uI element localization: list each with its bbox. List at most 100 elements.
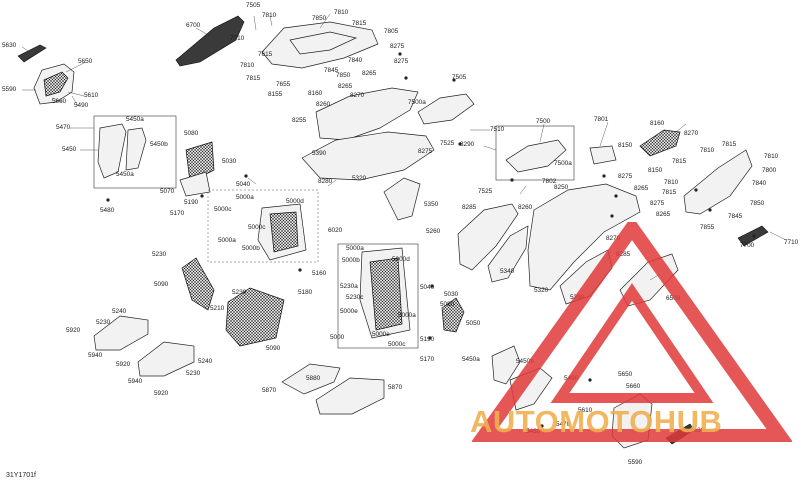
callout-label: 8275	[394, 58, 409, 65]
part-7500a-left	[417, 93, 475, 125]
part-5870	[315, 377, 385, 415]
callout-label: 5030	[222, 158, 237, 165]
callout-label: 5920	[116, 361, 131, 368]
callout-label: 8270	[606, 235, 621, 242]
callout-label: 7710	[230, 35, 245, 42]
callout-label: 7505	[452, 74, 467, 81]
callout-label: 6020	[328, 227, 343, 234]
screws	[106, 52, 756, 428]
part-5450a	[125, 127, 147, 171]
callout-label: 5040	[236, 181, 251, 188]
callout-label: 7850	[750, 200, 765, 207]
callout-label: 8150	[618, 142, 633, 149]
part-frame-5000b-inner	[369, 257, 403, 331]
callout-label: 8275	[418, 148, 433, 155]
part-5350	[383, 177, 421, 221]
diagram-reference-code: 31Y1701f	[6, 472, 36, 479]
callout-label: 7710	[784, 239, 799, 246]
callout-label: 5450a	[126, 116, 144, 123]
part-5090	[225, 287, 285, 347]
callout-label: 5050	[466, 320, 481, 327]
callout-label: 7815	[672, 158, 687, 165]
callout-label: 5080	[184, 130, 199, 137]
part-7800	[683, 149, 753, 215]
callout-label: 8160	[650, 120, 665, 127]
callout-label: 7510	[490, 126, 505, 133]
callout-label: 5450b	[516, 358, 534, 365]
callout-label: 5650	[78, 58, 93, 65]
callout-label: 5590	[628, 459, 643, 466]
callout-label: 7815	[246, 75, 261, 82]
callout-label: 7500	[536, 118, 551, 125]
callout-label: 5940	[88, 352, 103, 359]
callout-label: 5230c	[346, 294, 364, 301]
part-frame-inner	[269, 211, 299, 253]
callout-label: 5000	[330, 334, 345, 341]
callout-label: 7505	[246, 2, 261, 9]
callout-label: 5040	[420, 284, 435, 291]
callout-label: 8265	[634, 185, 649, 192]
callout-label: 5480	[100, 207, 115, 214]
callout-label: 5880	[306, 375, 321, 382]
callout-label: 5610	[578, 407, 593, 414]
part-5450-right	[491, 345, 521, 385]
callout-labels: 5630 5590 5650 5660 5610 5490 5470 5450 …	[2, 2, 799, 466]
callout-label: 7815	[352, 20, 367, 27]
callout-label: 8275	[390, 43, 405, 50]
callout-label: 8265	[362, 70, 377, 77]
callout-label: 8275	[650, 200, 665, 207]
callout-label: 5650	[618, 371, 633, 378]
callout-label: 8155	[268, 91, 283, 98]
callout-label: 5450a	[116, 171, 134, 178]
callout-label: 7525	[440, 140, 455, 147]
callout-label: 5260	[426, 228, 441, 235]
callout-label: 5660	[52, 98, 67, 105]
frame-box-right	[337, 243, 419, 349]
callout-label: 5000c	[388, 341, 406, 348]
callout-label: 7845	[324, 67, 339, 74]
part-5080	[185, 141, 215, 183]
callout-label: 5210	[210, 305, 225, 312]
part-5650-mesh	[43, 71, 69, 97]
callout-label: 5870	[262, 387, 277, 394]
callout-label: 7810	[240, 62, 255, 69]
callout-label: 8280	[318, 178, 333, 185]
callout-label: 8265	[338, 83, 353, 90]
callout-label: 8265	[656, 211, 671, 218]
part-5240-b	[137, 341, 195, 377]
part-6700	[175, 15, 245, 67]
leader-lines	[21, 13, 787, 281]
callout-label: 5070	[160, 188, 175, 195]
callout-label: 5610	[84, 92, 99, 99]
callout-label: 7810	[664, 179, 679, 186]
callout-label: 5920	[66, 327, 81, 334]
callout-label: 5000a	[398, 312, 416, 319]
callout-label: 7845	[728, 213, 743, 220]
callout-label: 5170	[420, 356, 435, 363]
parts-layer	[17, 13, 787, 449]
callout-label: 5590	[2, 86, 17, 93]
callout-label: 5230a	[340, 283, 358, 290]
callout-label: 5000e	[340, 308, 358, 315]
callout-label: 8260	[316, 101, 331, 108]
callout-label: 7840	[752, 180, 767, 187]
callout-label: 5000d	[392, 256, 410, 263]
callout-label: 8150	[648, 167, 663, 174]
callout-label: 7802	[542, 178, 557, 185]
callout-label: 5940	[128, 378, 143, 385]
part-5630	[17, 44, 47, 63]
callout-label: 5230	[232, 289, 247, 296]
callout-label: 5470	[56, 124, 71, 131]
callout-label: 5870	[388, 384, 403, 391]
callout-label: 5230	[96, 319, 111, 326]
callout-label: 5000b	[342, 257, 360, 264]
callout-label: 5490	[74, 102, 89, 109]
callout-label: 8250	[554, 184, 569, 191]
callout-label: 7655	[276, 81, 291, 88]
watermark-logo	[472, 222, 792, 442]
callout-label: 5240	[198, 358, 213, 365]
callout-label: 5000c	[214, 206, 232, 213]
callout-label: 8275	[618, 173, 633, 180]
callout-label: 5160	[312, 270, 327, 277]
